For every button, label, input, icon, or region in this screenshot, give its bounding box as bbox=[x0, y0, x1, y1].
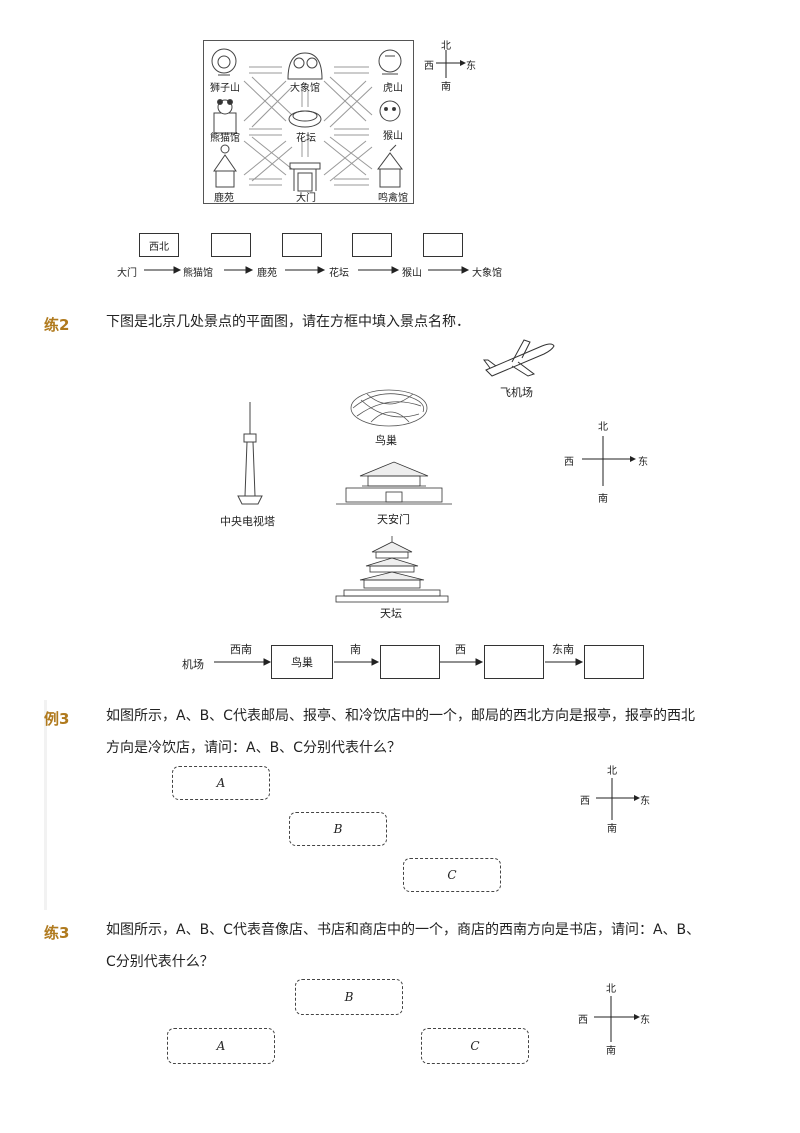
route-start: 机场 bbox=[182, 658, 204, 671]
compass-east: 东 bbox=[466, 61, 476, 72]
flower-bed-icon bbox=[288, 110, 322, 128]
route-dir-1: 西南 bbox=[230, 643, 252, 656]
practice3-question-line2: C分别代表什么？ bbox=[106, 954, 214, 970]
route-box-4[interactable] bbox=[584, 645, 644, 679]
bird-hall-label: 鸣禽馆 bbox=[378, 193, 408, 204]
route-dir-2: 南 bbox=[350, 643, 361, 656]
compass-north: 北 bbox=[598, 422, 608, 433]
gate-icon bbox=[289, 162, 321, 192]
practice2-question: 下图是北京几处景点的平面图，请在方框中填入景点名称． bbox=[106, 314, 470, 330]
practice3-box-c: C bbox=[421, 1028, 529, 1064]
zoo-paths bbox=[211, 48, 403, 192]
compass-west: 西 bbox=[580, 796, 590, 807]
compass-east: 东 bbox=[638, 457, 648, 468]
deer-garden-label: 鹿苑 bbox=[214, 193, 234, 204]
box-c-label: C bbox=[447, 868, 457, 882]
example3-label: 例3 bbox=[44, 710, 70, 728]
box-a-label: A bbox=[216, 776, 226, 790]
route-stop-5: 猴山 bbox=[402, 268, 422, 279]
example3-question-line2: 方向是冷饮店，请问：A、B、C分别代表什么？ bbox=[106, 740, 401, 756]
bird-house-icon bbox=[377, 144, 403, 188]
monkey-icon bbox=[379, 100, 401, 122]
practice3-question-line1: 如图所示，A、B、C代表音像店、书店和商店中的一个，商店的西南方向是书店，请问：… bbox=[106, 922, 701, 938]
zoo-map: 狮子山 大象馆 虎山 熊猫馆 花坛 猴山 鹿苑 大门 鸣禽馆 bbox=[203, 40, 414, 204]
compass-south: 南 bbox=[606, 1046, 616, 1057]
lion-hill-label: 狮子山 bbox=[210, 83, 240, 94]
route-stop-4: 花坛 bbox=[329, 268, 349, 279]
tiger-hill-label: 虎山 bbox=[383, 83, 403, 94]
route-box-1: 鸟巢 bbox=[271, 645, 333, 679]
route-box-1-text: 鸟巢 bbox=[291, 656, 313, 669]
box-a-label: A bbox=[216, 1039, 226, 1053]
example3-question-line1: 如图所示，A、B、C代表邮局、报亭、和冷饮店中的一个，邮局的西北方向是报亭，报亭… bbox=[106, 708, 695, 724]
birds-nest-label: 鸟巢 bbox=[375, 434, 397, 447]
route-box-1-text: 西北 bbox=[149, 241, 169, 253]
compass-north: 北 bbox=[606, 984, 616, 995]
example3-box-a: A bbox=[172, 766, 270, 800]
compass-south: 南 bbox=[441, 82, 451, 93]
deer-house-icon bbox=[213, 144, 237, 188]
box-c-label: C bbox=[470, 1039, 480, 1053]
tv-tower-icon bbox=[237, 402, 263, 505]
example3-box-c: C bbox=[403, 858, 501, 892]
tiger-icon bbox=[378, 49, 402, 75]
compass-west: 西 bbox=[578, 1015, 588, 1026]
practice2-compass: 北 南 西 东 bbox=[562, 418, 652, 505]
compass-north: 北 bbox=[607, 766, 617, 777]
compass-east: 东 bbox=[640, 1015, 650, 1026]
route-box-2[interactable] bbox=[211, 233, 251, 257]
route-box-2[interactable] bbox=[380, 645, 440, 679]
tv-tower-label: 中央电视塔 bbox=[220, 515, 275, 528]
airplane-icon bbox=[483, 339, 555, 377]
tiananmen-icon bbox=[336, 461, 452, 505]
compass-north: 北 bbox=[441, 41, 451, 52]
panda-hall-label: 熊猫馆 bbox=[210, 133, 240, 144]
route-box-3[interactable] bbox=[282, 233, 322, 257]
gate-label: 大门 bbox=[296, 193, 316, 204]
practice2-route-arrows bbox=[214, 658, 584, 666]
elephant-icon bbox=[287, 52, 323, 80]
route-stop-6: 大象馆 bbox=[472, 268, 502, 279]
tiananmen-label: 天安门 bbox=[377, 513, 410, 526]
practice3-box-b: B bbox=[295, 979, 403, 1015]
route-box-4[interactable] bbox=[352, 233, 392, 257]
compass-south: 南 bbox=[607, 824, 617, 835]
elephant-hall-label: 大象馆 bbox=[290, 83, 320, 94]
practice3-compass: 北 南 西 东 bbox=[576, 980, 654, 1057]
route-box-1: 西北 bbox=[139, 233, 179, 257]
route-dir-4: 东南 bbox=[552, 643, 574, 656]
practice2-label: 练2 bbox=[44, 316, 70, 334]
example3-sidebar bbox=[44, 700, 47, 910]
box-b-label: B bbox=[333, 822, 343, 836]
zoo-compass: 北 南 西 东 bbox=[424, 36, 476, 93]
practice3-label: 练3 bbox=[44, 924, 70, 942]
compass-south: 南 bbox=[598, 494, 608, 505]
route-stop-3: 鹿苑 bbox=[257, 268, 277, 279]
monkey-hill-label: 猴山 bbox=[383, 131, 403, 142]
panda-icon bbox=[213, 99, 237, 134]
route-box-3[interactable] bbox=[484, 645, 544, 679]
airport-label: 飞机场 bbox=[500, 386, 533, 399]
lion-icon bbox=[211, 48, 237, 76]
example3-box-b: B bbox=[289, 812, 387, 846]
temple-of-heaven-label: 天坛 bbox=[380, 607, 402, 620]
box-b-label: B bbox=[344, 990, 354, 1004]
route-stop-2: 熊猫馆 bbox=[183, 268, 213, 279]
compass-west: 西 bbox=[424, 61, 434, 72]
compass-east: 东 bbox=[640, 796, 650, 807]
flower-bed-label: 花坛 bbox=[296, 133, 316, 144]
example3-compass: 北 南 西 东 bbox=[578, 762, 654, 835]
compass-west: 西 bbox=[564, 457, 574, 468]
practice3-box-a: A bbox=[167, 1028, 275, 1064]
route-stop-1: 大门 bbox=[117, 268, 137, 279]
zoo-route-arrows bbox=[144, 266, 470, 274]
route-box-5[interactable] bbox=[423, 233, 463, 257]
route-dir-3: 西 bbox=[455, 643, 466, 656]
birds-nest-icon bbox=[350, 389, 428, 427]
temple-of-heaven-icon bbox=[335, 536, 449, 603]
